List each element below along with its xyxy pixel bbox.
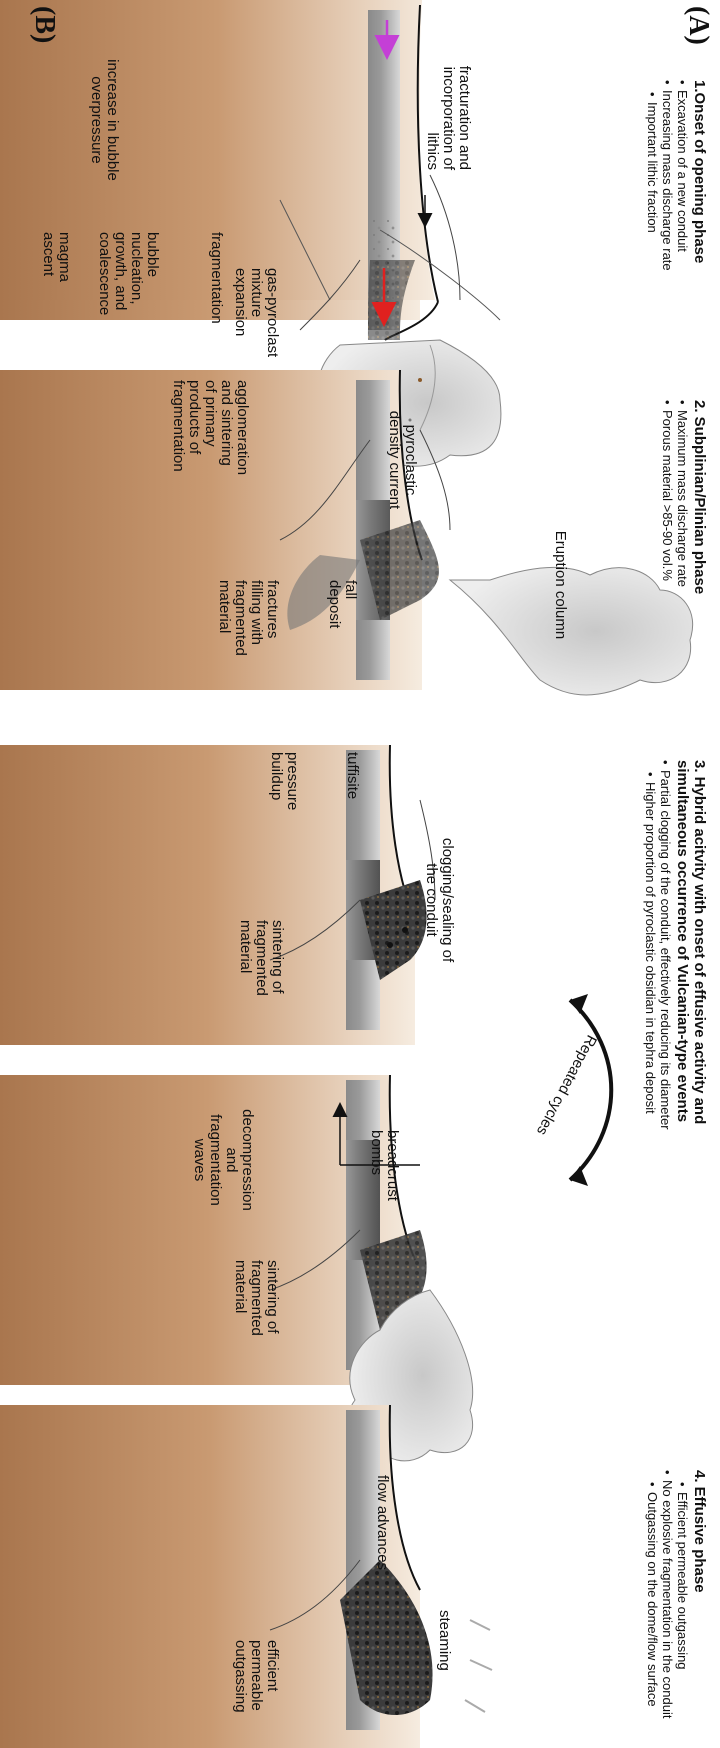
phase-bullet: No explosive fragmentation in the condui…	[660, 1470, 675, 1730]
label-fall-deposit: fall deposit	[326, 580, 358, 660]
phase-bullet: Partial clogging of the conduit, effecti…	[658, 760, 673, 1200]
label-bubble-nucleation: bubble nucleation, growth, and coalescen…	[96, 232, 160, 342]
phase-title: 1.Onset of opening phase	[691, 80, 708, 340]
label-pressure-buildup: pressure buildup	[268, 752, 300, 842]
panel-label-a: (A)	[682, 6, 714, 45]
label-steaming: steaming	[436, 1610, 452, 1700]
phase-sub-bullet: Outgassing on the dome/flow surface	[645, 1470, 660, 1730]
label-fracturation: fracturation and incorporation of lithic…	[424, 40, 472, 170]
phase-bullet: Maximum mass discharge rate	[675, 400, 690, 650]
panel-label-b: (B)	[28, 6, 60, 43]
label-agglomeration: agglomeration and sintering of primary p…	[170, 380, 250, 510]
label-decompression-waves: decompression and fragmentation waves	[191, 1090, 255, 1230]
label-efficient-outgassing: efficient permeable outgassing	[232, 1640, 280, 1740]
phase-title: 2. Subplinian/Plinian phase	[691, 400, 708, 650]
label-bubble-overpressure: increase in bubble overpressure	[88, 30, 120, 210]
panel-3-volcano	[0, 745, 435, 1045]
phase-3-description: 3. Hybrid acitvity with onset of effusiv…	[643, 760, 708, 1200]
label-fragmentation: fragmentation	[208, 232, 224, 342]
phase-bullet: Porous material >85-90 vol.%	[660, 400, 675, 650]
phase-4-description: 4. Effusive phase Efficient permeable ou…	[645, 1470, 708, 1730]
label-fractures-filling: fractures filling with fragmented materi…	[216, 580, 280, 690]
phase-bullet: Increasing mass discharge rate	[660, 80, 675, 340]
phase-sub-bullet: Efficient permeable outgassing	[675, 1470, 690, 1730]
phase-bullet: Excavation of a new conduit	[675, 80, 690, 340]
phase-title: 4. Effusive phase	[691, 1470, 708, 1730]
label-clogging: clogging/sealing of the conduit	[423, 820, 455, 980]
label-breadcrust-bombs: breadcrust bombs	[368, 1130, 400, 1220]
label-sintering-3: sintering of fragmented material	[237, 920, 285, 1030]
phase-title: 3. Hybrid acitvity with onset of effusiv…	[674, 760, 708, 1200]
label-pyroclastic-density-current: pyroclastic density current	[386, 395, 418, 525]
label-gas-pyroclast: gas-pyroclast mixture expansion	[232, 268, 280, 378]
phase-sub-bullet: Higher proportion of pyroclastic obsidia…	[643, 760, 658, 1200]
label-tuffisite: tuffisite	[344, 752, 360, 832]
label-eruption-column: Eruption column	[552, 510, 568, 660]
label-magma-ascent: magma ascent	[40, 232, 72, 342]
phase-1-description: 1.Onset of opening phase Excavation of a…	[645, 80, 708, 340]
phase-sub-bullet: Important lithic fraction	[645, 80, 660, 340]
phase-2-description: 2. Subplinian/Plinian phase Maximum mass…	[660, 400, 708, 650]
label-sintering-4: sintering of fragmented material	[232, 1260, 280, 1370]
label-flow-advances: flow advances	[374, 1475, 390, 1595]
repeated-cycles-arrow	[570, 994, 611, 1186]
